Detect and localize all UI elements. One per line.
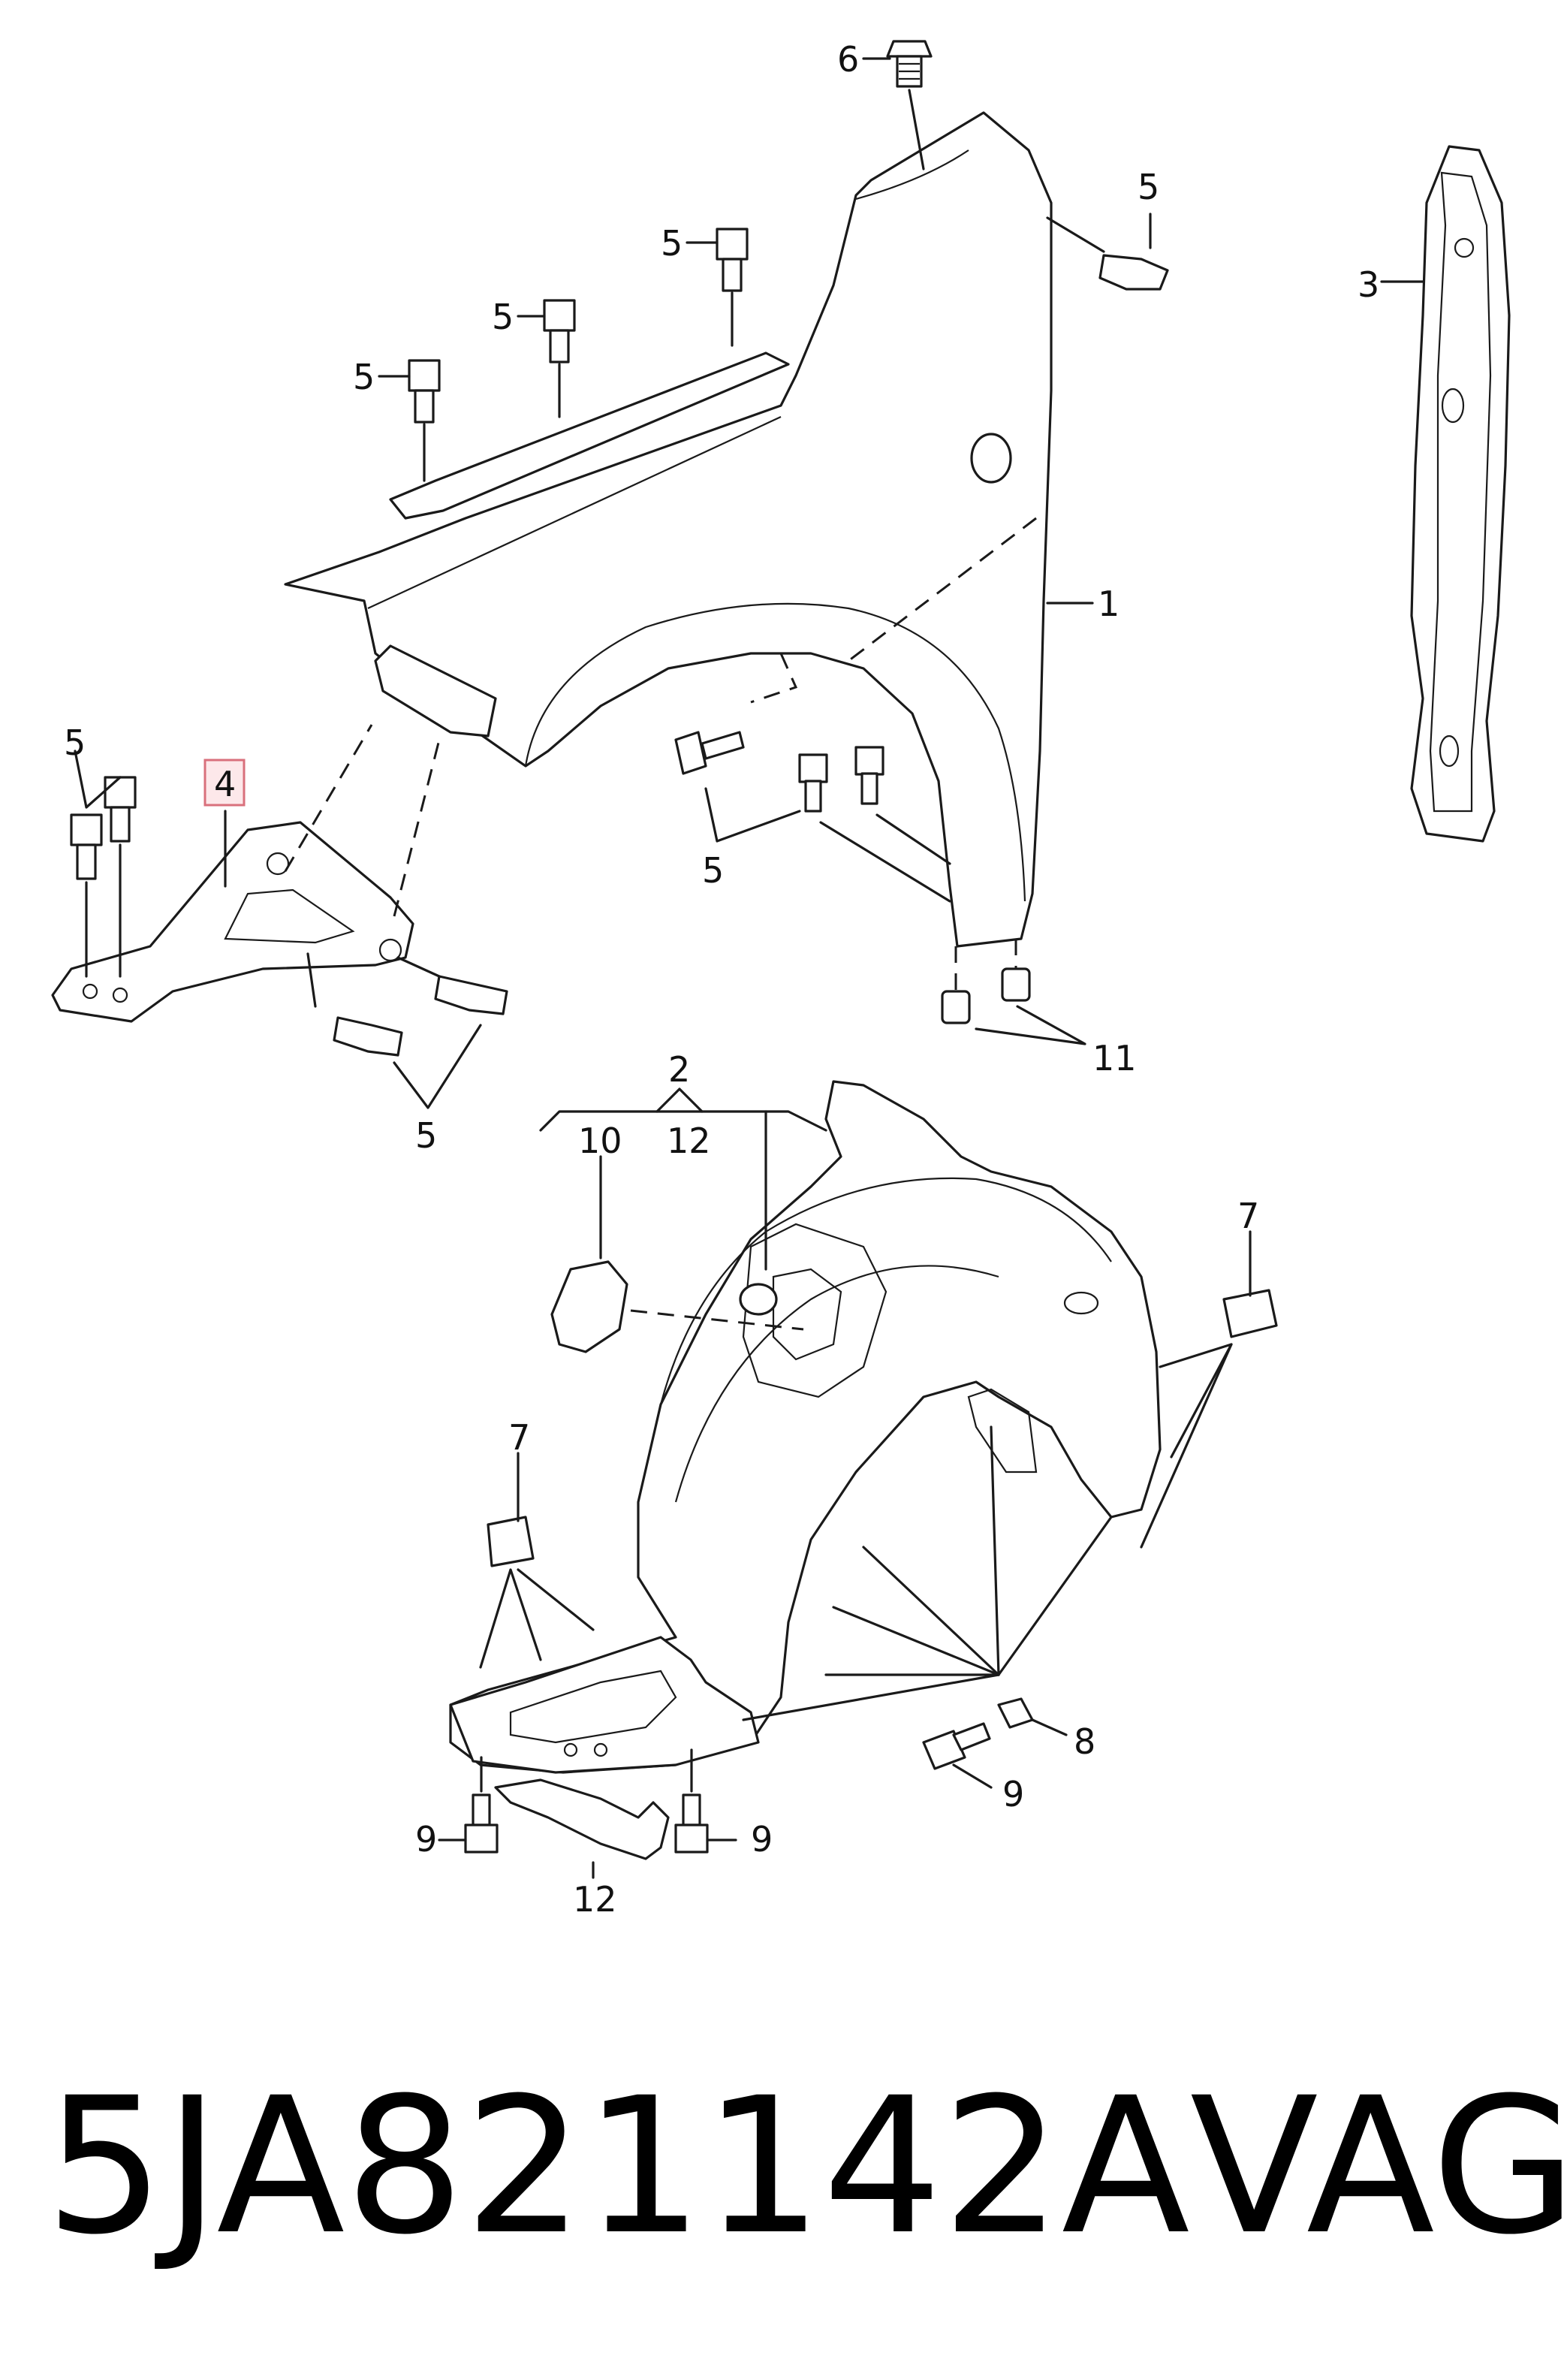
callout-5c: 5 <box>492 297 514 337</box>
highlight-box-4 <box>203 759 246 807</box>
callout-7a: 7 <box>1237 1196 1259 1236</box>
callout-labels: 6 5 5 5 5 3 1 5 4 5 11 5 2 10 12 7 7 8 9… <box>64 39 1379 1920</box>
nuts-11-icon <box>941 939 1086 1045</box>
plug-10-icon <box>550 1155 804 1353</box>
fender-panel <box>284 111 1053 948</box>
bolt-9-bottom-left-icon <box>438 1756 499 1854</box>
clip-7-right-icon <box>1140 1230 1278 1549</box>
bolt-5-right-icon <box>1046 216 1169 291</box>
callout-1: 1 <box>1098 584 1120 624</box>
bracket-bolts-icon <box>70 750 508 1109</box>
liner-callout-lines <box>539 1087 827 1271</box>
callout-5b: 5 <box>661 223 683 264</box>
callout-5e: 5 <box>64 722 86 763</box>
part-number: 5JA821142A <box>45 2057 1190 2276</box>
fender-lower-bolts-icon <box>674 731 951 903</box>
bolt-6-icon <box>886 40 933 170</box>
callout-5g: 5 <box>415 1115 437 1156</box>
fastener-convergence-lines <box>742 1425 1113 1721</box>
bracket-12 <box>494 1778 670 1879</box>
wheel-arch-liner-2 <box>449 1080 1162 1774</box>
part-caption: 5JA821142A VAG <box>45 2057 1564 2276</box>
callout-5d: 5 <box>353 357 375 397</box>
exploded-parts-diagram: 6 5 5 5 5 3 1 5 4 5 11 5 2 10 12 7 7 8 9… <box>51 39 1511 1920</box>
callout-9c: 9 <box>751 1819 773 1860</box>
callout-5f: 5 <box>702 850 724 891</box>
callout-11: 11 <box>1092 1038 1137 1078</box>
callout-4: 4 <box>214 764 236 804</box>
callout-2: 2 <box>668 1049 690 1090</box>
callout-10: 10 <box>578 1121 622 1161</box>
bolt-9-bottom-right-icon <box>674 1748 737 1854</box>
nut-8-icon <box>997 1697 1068 1736</box>
manufacturer: VAG <box>1189 2057 1564 2276</box>
bolt-9-right-icon <box>922 1722 993 1789</box>
callout-5a: 5 <box>1138 167 1159 207</box>
callout-3: 3 <box>1358 264 1379 305</box>
flange-bolts-icon <box>408 228 749 482</box>
callout-9a: 9 <box>1002 1774 1024 1814</box>
clip-7-left-icon <box>479 1452 595 1669</box>
callout-12a: 12 <box>667 1121 711 1161</box>
bracket-4 <box>51 724 441 1023</box>
callout-7b: 7 <box>508 1417 530 1458</box>
callout-8: 8 <box>1074 1721 1095 1762</box>
callout-9b: 9 <box>415 1819 437 1860</box>
seal-strip-3 <box>1380 145 1511 843</box>
callout-6: 6 <box>837 39 859 80</box>
callout-12b: 12 <box>573 1879 617 1920</box>
